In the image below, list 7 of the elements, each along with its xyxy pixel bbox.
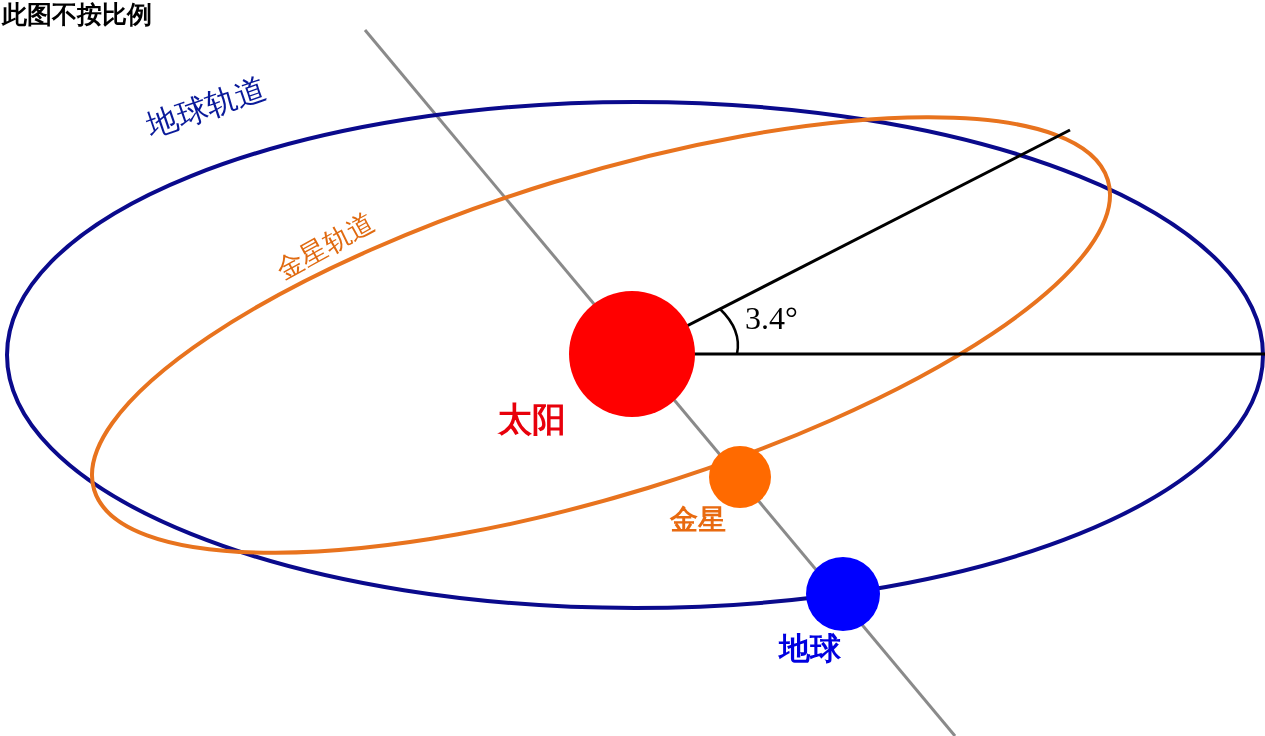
planet-label: 地球 — [779, 633, 841, 664]
orbit-label: 金星轨道 — [271, 207, 379, 284]
orbit-label: 地球轨道 — [142, 72, 271, 143]
note-text: 此图不按比例 — [2, 2, 152, 27]
planet-label: 金星 — [670, 506, 726, 534]
angle-label: 3.4° — [745, 302, 798, 334]
planet-label: 太阳 — [498, 402, 566, 436]
